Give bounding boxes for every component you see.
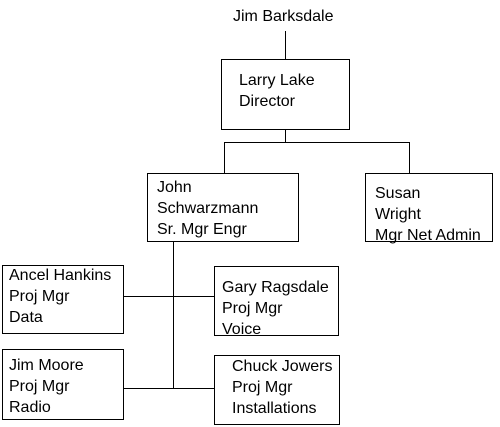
proj-mgr-data-box: Ancel Hankins Proj Mgr Data <box>2 265 124 334</box>
connector-branch-to-netadmin <box>409 142 410 173</box>
mgr-net-admin-label: Susan Wright Mgr Net Admin <box>375 183 481 246</box>
director-title: Director <box>239 93 296 110</box>
pm-voice-title: Proj Mgr <box>222 300 283 317</box>
proj-mgr-radio-box: Jim Moore Proj Mgr Radio <box>2 349 124 420</box>
pm-radio-area: Radio <box>9 399 51 416</box>
top-person-label: Jim Barksdale <box>233 8 334 25</box>
pm-data-name: Ancel Hankins <box>9 267 112 284</box>
mgr-net-admin-box: Susan Wright Mgr Net Admin <box>365 173 493 244</box>
proj-mgr-installations-box: Chuck Jowers Proj Mgr Installations <box>214 355 340 425</box>
proj-mgr-voice-label: Gary Ragsdale Proj Mgr Voice <box>222 277 329 340</box>
proj-mgr-installations-label: Chuck Jowers Proj Mgr Installations <box>232 356 332 419</box>
pm-data-area: Data <box>9 309 43 326</box>
connector-row2-branch <box>124 388 214 389</box>
net-admin-title: Mgr Net Admin <box>375 227 481 244</box>
proj-mgr-radio-label: Jim Moore Proj Mgr Radio <box>9 355 84 418</box>
pm-data-title: Proj Mgr <box>9 288 70 305</box>
pm-installations-title: Proj Mgr <box>232 379 293 396</box>
proj-mgr-voice-box: Gary Ragsdale Proj Mgr Voice <box>214 266 339 338</box>
sr-mgr-engr-label: John Schwarzmann Sr. Mgr Engr <box>157 177 258 240</box>
sr-mgr-title: Sr. Mgr Engr <box>157 221 247 238</box>
connector-branch-to-srmgr <box>224 142 225 173</box>
proj-mgr-data-label: Ancel Hankins Proj Mgr Data <box>9 265 111 328</box>
connector-director-branch <box>224 142 410 143</box>
pm-installations-name: Chuck Jowers <box>232 358 333 375</box>
sr-mgr-name-line1: John <box>157 179 192 196</box>
pm-radio-name: Jim Moore <box>9 357 84 374</box>
pm-voice-area: Voice <box>222 321 262 338</box>
connector-director-down <box>285 130 286 143</box>
net-admin-name-line1: Susan <box>375 185 421 202</box>
sr-mgr-name-line2: Schwarzmann <box>157 200 259 217</box>
net-admin-name-line2: Wright <box>375 206 421 223</box>
pm-radio-title: Proj Mgr <box>9 378 70 395</box>
director-name: Larry Lake <box>239 72 315 89</box>
director-label: Larry Lake Director <box>239 70 315 112</box>
connector-row1-branch <box>124 296 214 297</box>
pm-installations-area: Installations <box>232 400 317 417</box>
sr-mgr-engr-box: John Schwarzmann Sr. Mgr Engr <box>147 173 299 242</box>
connector-top-to-director <box>285 31 286 59</box>
connector-srmgr-trunk <box>173 242 174 389</box>
director-box: Larry Lake Director <box>221 59 350 130</box>
pm-voice-name: Gary Ragsdale <box>222 279 329 296</box>
